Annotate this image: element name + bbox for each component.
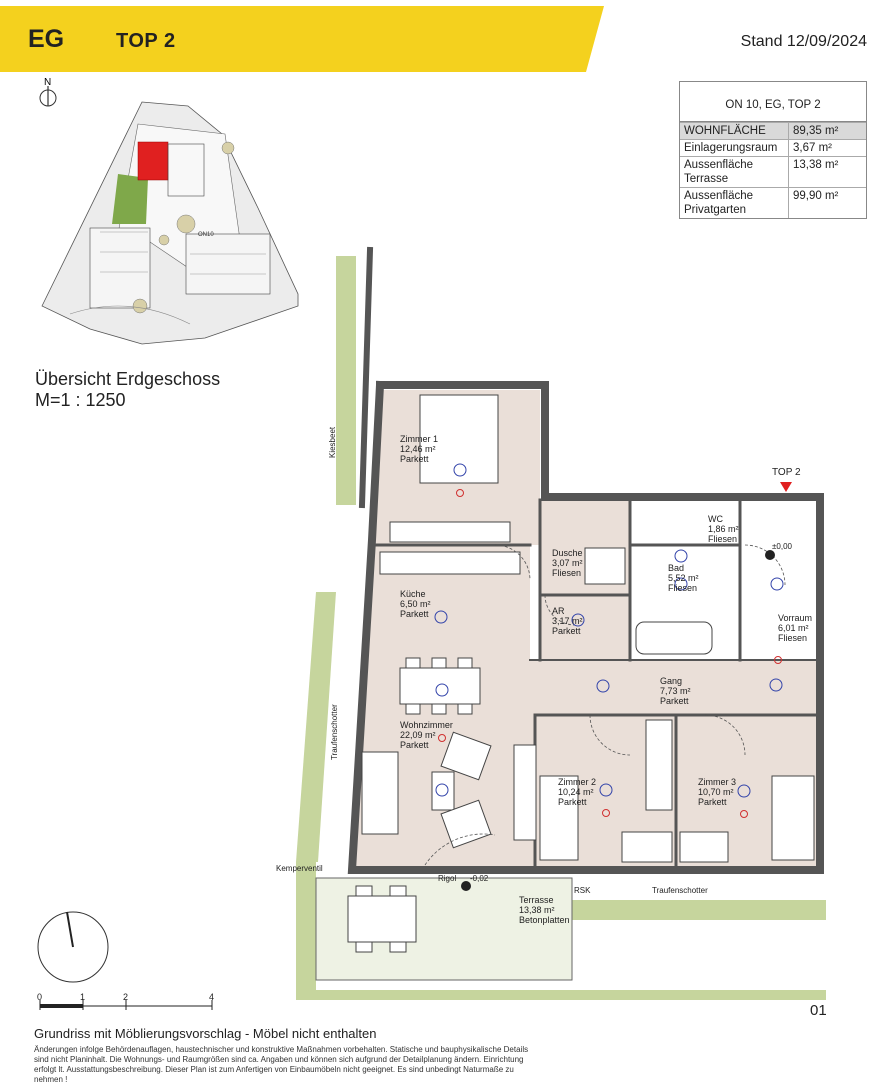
armchair-2 — [440, 799, 492, 849]
wardrobe-gang — [645, 719, 673, 811]
scale-tick-4: 4 — [209, 992, 215, 1002]
desk-zimmer2 — [621, 831, 673, 863]
wardrobe-zimmer1 — [389, 521, 511, 543]
coffee-table — [431, 771, 455, 811]
table-row: Aussenfläche Terrasse 13,38 m² — [680, 156, 866, 188]
table-row: Aussenfläche Privatgarten 99,90 m² — [680, 187, 866, 218]
row-label: WOHNFLÄCHE — [680, 122, 789, 140]
rigol-label: Rigol — [438, 874, 457, 883]
row-value: 13,38 m² — [788, 156, 866, 188]
row-label: Aussenfläche Terrasse — [680, 156, 789, 188]
entry-label: TOP 2 — [772, 467, 801, 478]
living-floor — [354, 390, 540, 866]
bed-zimmer2 — [539, 775, 579, 861]
row-value: 89,35 m² — [788, 122, 866, 140]
row-label: Aussenfläche Privatgarten — [680, 187, 789, 218]
tv-sideboard — [513, 744, 537, 841]
scale-tick-0: 0 — [37, 992, 43, 1002]
sofa — [361, 751, 399, 835]
armchair-1 — [440, 731, 492, 781]
ceiling-light-icons — [434, 463, 784, 798]
compass-icon — [37, 911, 109, 983]
row-value: 3,67 m² — [788, 139, 866, 157]
garden-strip-top — [336, 256, 356, 505]
page-number: 01 — [810, 1002, 827, 1019]
scale-tick-1: 1 — [80, 992, 86, 1002]
info-table-title: ON 10, EG, TOP 2 — [680, 82, 866, 122]
north-label: N — [44, 77, 51, 88]
north-arrow-icon: N — [39, 77, 57, 107]
footer-title: Grundriss mit Möblierungsvorschlag - Möb… — [34, 1026, 377, 1041]
scale-bar — [39, 1000, 213, 1010]
traufenschotter-left-label: Traufenschotter — [330, 704, 339, 760]
smoke-detector-icons — [438, 489, 782, 818]
kitchen-counter — [379, 551, 521, 575]
bed-zimmer1 — [419, 394, 499, 484]
entry-marker-icon — [461, 482, 792, 891]
overview-scale: M=1 : 1250 — [35, 390, 126, 410]
footer-disclaimer: Änderungen infolge Behördenauflagen, hau… — [34, 1045, 529, 1084]
site-overview-map: N ON10 — [39, 77, 299, 345]
table-row: WOHNFLÄCHE 89,35 m² — [680, 122, 866, 140]
kiesbeet-label: Kiesbeet — [328, 426, 337, 458]
garden-strip-corner — [296, 862, 316, 1000]
overview-title: Übersicht Erdgeschoss — [35, 369, 221, 389]
shower-tray — [584, 547, 626, 585]
unit-label: TOP 2 — [116, 30, 176, 52]
kemperventil-label: Kemperventil — [276, 864, 323, 873]
dining-table — [399, 667, 481, 705]
garden-strip-left — [296, 592, 336, 862]
table-row: Einlagerungsraum 3,67 m² — [680, 139, 866, 157]
row-value: 99,90 m² — [788, 187, 866, 218]
bed-zimmer3 — [771, 775, 815, 861]
scale-tick-2: 2 — [123, 992, 129, 1002]
row-label: Einlagerungsraum — [680, 139, 789, 157]
date-stamp: Stand 12/09/2024 — [740, 33, 867, 50]
rsk-label: RSK — [574, 886, 591, 895]
entry-level: ±0,00 — [772, 542, 792, 551]
garden-strip-bottom — [296, 990, 826, 1000]
terrace-level: -0,02 — [470, 874, 489, 883]
bathtub — [635, 621, 713, 655]
building-label: ON10 — [198, 232, 214, 238]
desk-zimmer3 — [679, 831, 729, 863]
header-banner — [0, 6, 604, 72]
area-info-table: ON 10, EG, TOP 2 WOHNFLÄCHE 89,35 m² Ein… — [679, 81, 867, 219]
level-label: EG — [28, 25, 65, 53]
garden-strip-right — [572, 900, 826, 920]
terrace-table — [347, 895, 417, 943]
traufenschotter-bottom-label: Traufenschotter — [652, 886, 708, 895]
